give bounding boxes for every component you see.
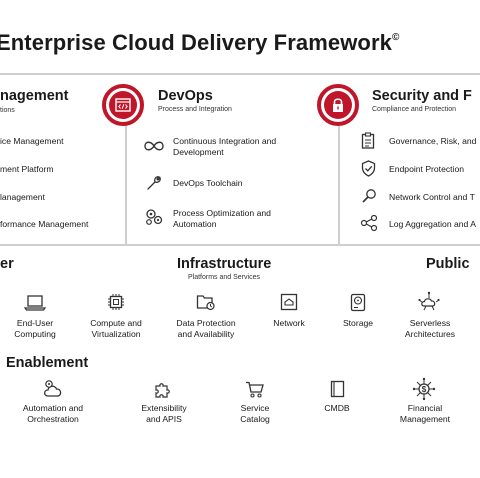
security-subtitle: Compliance and Protection (372, 106, 457, 113)
devops-item: DevOps Toolchain (173, 178, 243, 188)
padlock-icon (333, 98, 343, 112)
management-item: ment Platform (0, 164, 54, 174)
enablement-item: CMDB (324, 403, 350, 413)
management-subtitle: tions (0, 107, 15, 114)
magnifier-icon (362, 189, 376, 203)
puzzle-icon (155, 383, 170, 398)
management-item: formance Management (0, 219, 89, 229)
enablement-item: Financial Management (399, 403, 451, 424)
infra-item: Network (273, 318, 305, 328)
shield-check-icon (361, 160, 376, 177)
serverless-cloud-icon (418, 291, 440, 311)
gears-icon (146, 209, 163, 225)
infra-item: Data Protection and Availability (176, 318, 236, 339)
dollar-network-icon: $ (412, 377, 436, 401)
enablement-item: Service Catalog (240, 403, 270, 424)
cpu-chip-icon (108, 294, 124, 310)
devops-item: Process Optimization and Automation (173, 208, 271, 229)
security-item: Endpoint Protection (389, 164, 465, 174)
page-title: Enterprise Cloud Delivery Framework© (0, 30, 400, 55)
management-item: ice Management (0, 136, 64, 146)
security-badge (317, 84, 359, 126)
book-icon (330, 380, 345, 398)
infrastructure-right-heading: Public (426, 256, 470, 272)
devops-badge (102, 84, 144, 126)
infra-item: Storage (342, 318, 374, 328)
clipboard-icon (361, 132, 375, 149)
devops-subtitle: Process and Integration (158, 106, 232, 113)
middle-divider (0, 244, 480, 246)
column-divider-left (125, 107, 127, 244)
infra-item: Compute and Virtualization (90, 318, 142, 339)
management-heading: nagement (0, 88, 69, 104)
enablement-item: Extensibility and APIS (141, 403, 187, 424)
management-item: lanagement (0, 192, 45, 202)
storage-drive-icon (350, 293, 366, 312)
network-device-icon (280, 293, 298, 311)
infrastructure-subtitle: Platforms and Services (188, 274, 260, 281)
infra-item: Serverless Architectures (404, 318, 456, 339)
infinity-loop-icon (144, 141, 164, 151)
enablement-heading: Enablement (6, 355, 89, 371)
code-window-icon (115, 98, 131, 112)
infrastructure-heading: Infrastructure (177, 256, 272, 272)
copyright-mark: © (391, 32, 400, 43)
top-divider (0, 73, 480, 75)
wrench-icon (147, 176, 161, 190)
shopping-cart-icon (246, 381, 264, 398)
svg-text:$: $ (422, 385, 427, 394)
infra-item: End-User Computing (14, 318, 56, 339)
cloud-gear-icon (43, 380, 62, 397)
security-item: Log Aggregation and A (389, 219, 476, 229)
security-item: Governance, Risk, and (389, 136, 477, 146)
security-heading: Security and F (372, 88, 472, 104)
security-item: Network Control and T (389, 192, 475, 202)
devops-heading: DevOps (158, 88, 213, 104)
devops-item: Continuous Integration and Development (173, 136, 277, 157)
enablement-item: Automation and Orchestration (22, 403, 84, 424)
infrastructure-left-heading: er (0, 256, 14, 272)
network-nodes-icon (360, 214, 378, 232)
folder-shield-icon (196, 295, 215, 311)
laptop-icon (24, 295, 46, 311)
column-divider-right (338, 107, 340, 244)
